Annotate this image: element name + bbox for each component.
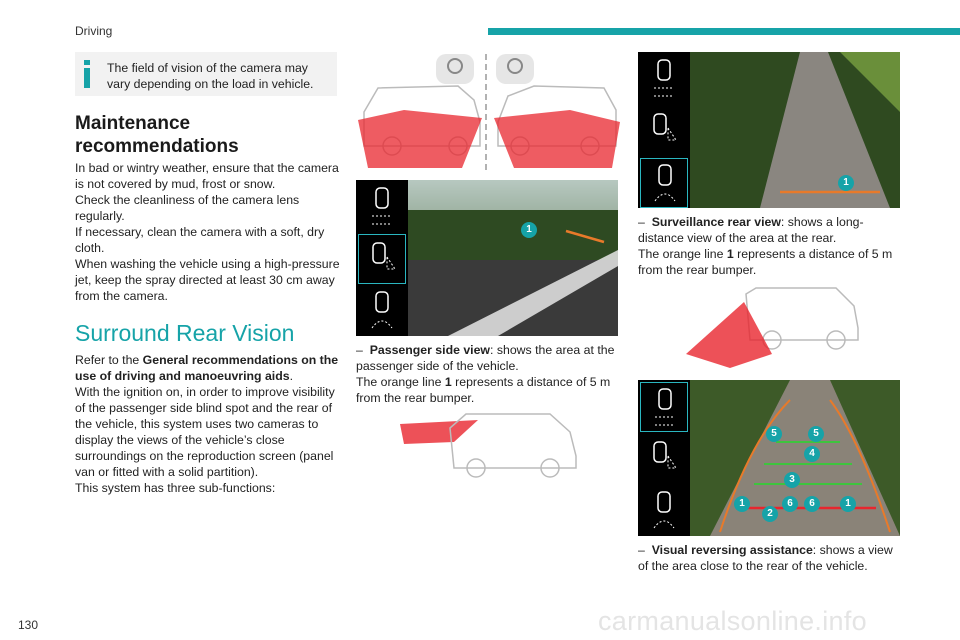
view-selector-strip [638,52,690,208]
surround-p2: With the ignition on, in order to improv… [75,385,335,479]
marker-badge-1: 1 [521,222,537,238]
header-accent-bar [488,28,960,35]
steering-wheel-icon [496,54,534,84]
view-selector-strip [356,180,408,336]
passenger-view-description: – Passenger side view: shows the area at… [356,343,615,405]
view-selector-strip [638,380,690,536]
rear-camera-zone [686,302,772,368]
maintenance-p4: When washing the vehicle using a high-pr… [75,257,340,303]
marker-badge-1: 1 [840,496,856,512]
marker-badge-5: 5 [766,426,782,442]
note-text: The field of vision of the camera may va… [107,61,314,91]
surround-p1: Refer to the General recommendations on … [75,353,339,383]
reversing-view-icon[interactable] [640,486,688,536]
surround-p3: This system has three sub-functions: [75,481,276,495]
marker-badge-3: 3 [784,472,800,488]
maintenance-p1: In bad or wintry weather, ensure that th… [75,161,339,191]
surround-body: Refer to the General recommendations on … [75,352,340,496]
marker-badge-4: 4 [804,446,820,462]
reversing-assistance-screen: 5 5 4 3 1 6 6 1 2 [638,380,900,536]
marker-badge-1: 1 [734,496,750,512]
marker-badge-5: 5 [808,426,824,442]
steering-wheel-icon [436,54,474,84]
watermark: carmanualsonline.info [598,606,867,636]
passenger-side-screen: 1 [356,180,618,336]
section-label: Driving [75,24,113,38]
surveillance-view-icon[interactable] [358,182,406,232]
surveillance-view-icon[interactable] [640,382,688,432]
passenger-zone-diagram [400,413,577,478]
surround-heading: Surround Rear Vision [75,320,295,346]
passenger-view-icon[interactable] [640,106,688,156]
maintenance-heading: Maintenance recommendations [75,113,239,157]
passenger-camera-zone [400,420,478,444]
surveillance-view-icon[interactable] [640,54,688,104]
maintenance-body: In bad or wintry weather, ensure that th… [75,160,340,304]
marker-badge-6: 6 [804,496,820,512]
rear-camera-zone [494,110,620,168]
surveillance-rear-screen: 1 [638,52,900,208]
maintenance-p2: Check the cleanliness of the camera lens… [75,193,300,223]
reversing-view-icon[interactable] [640,158,688,208]
maintenance-p3: If necessary, clean the camera with a so… [75,225,325,255]
reversing-view-description: – Visual reversing assistance: shows a v… [638,543,893,573]
marker-badge-6: 6 [782,496,798,512]
reversing-view-icon[interactable] [358,286,406,336]
page-number: 130 [18,618,39,632]
passenger-view-icon[interactable] [358,234,406,284]
marker-badge-1: 1 [838,175,854,191]
marker-badge-2: 2 [762,506,778,522]
surveillance-view-description: – Surveillance rear view: shows a long-d… [638,215,893,277]
info-icon [84,60,90,88]
info-note: The field of vision of the camera may va… [75,52,337,96]
passenger-camera-zone [358,110,482,168]
rear-zone-diagram [686,287,859,368]
passenger-view-icon[interactable] [640,434,688,484]
camera-fields-diagram [358,54,620,174]
